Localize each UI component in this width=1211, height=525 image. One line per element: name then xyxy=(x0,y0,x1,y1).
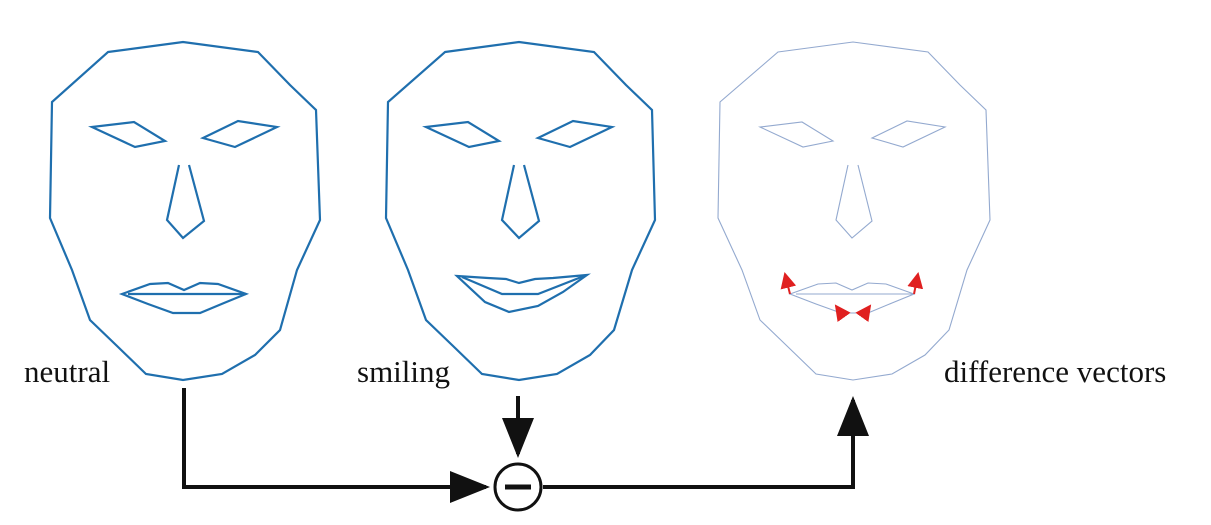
smiling-nose xyxy=(500,164,541,240)
smiling-right-eye xyxy=(534,119,616,149)
smiling-face xyxy=(384,40,657,382)
difference-face-outline xyxy=(717,41,991,381)
label-neutral: neutral xyxy=(24,354,110,389)
difference-mouth-outer xyxy=(788,282,916,314)
smiling-left-eye xyxy=(422,120,502,149)
neutral-nose xyxy=(165,164,206,240)
arrow-neutral-to-subtract xyxy=(182,388,490,503)
difference-left-eye xyxy=(758,121,835,148)
vector-lower-left xyxy=(834,304,851,323)
neutral-face-outline xyxy=(48,40,322,382)
minus-operator xyxy=(493,462,543,512)
vector-right-corner xyxy=(907,272,924,295)
neutral-face xyxy=(48,40,322,382)
arrow-subtract-to-difference xyxy=(543,396,869,489)
neutral-mouth-outer xyxy=(118,281,250,315)
smiling-mouth-inner xyxy=(461,274,585,296)
vector-left-corner xyxy=(780,272,797,295)
difference-face xyxy=(717,41,991,381)
vector-lower-right xyxy=(855,304,872,323)
label-smiling: smiling xyxy=(357,354,450,389)
difference-vectors xyxy=(780,272,924,323)
label-difference-vectors: difference vectors xyxy=(944,354,1166,389)
difference-nose xyxy=(835,164,873,239)
neutral-right-eye xyxy=(199,119,281,149)
neutral-left-eye xyxy=(88,120,168,149)
difference-right-eye xyxy=(870,120,947,148)
smiling-mouth-outer xyxy=(453,273,591,314)
smiling-face-outline xyxy=(384,40,657,382)
